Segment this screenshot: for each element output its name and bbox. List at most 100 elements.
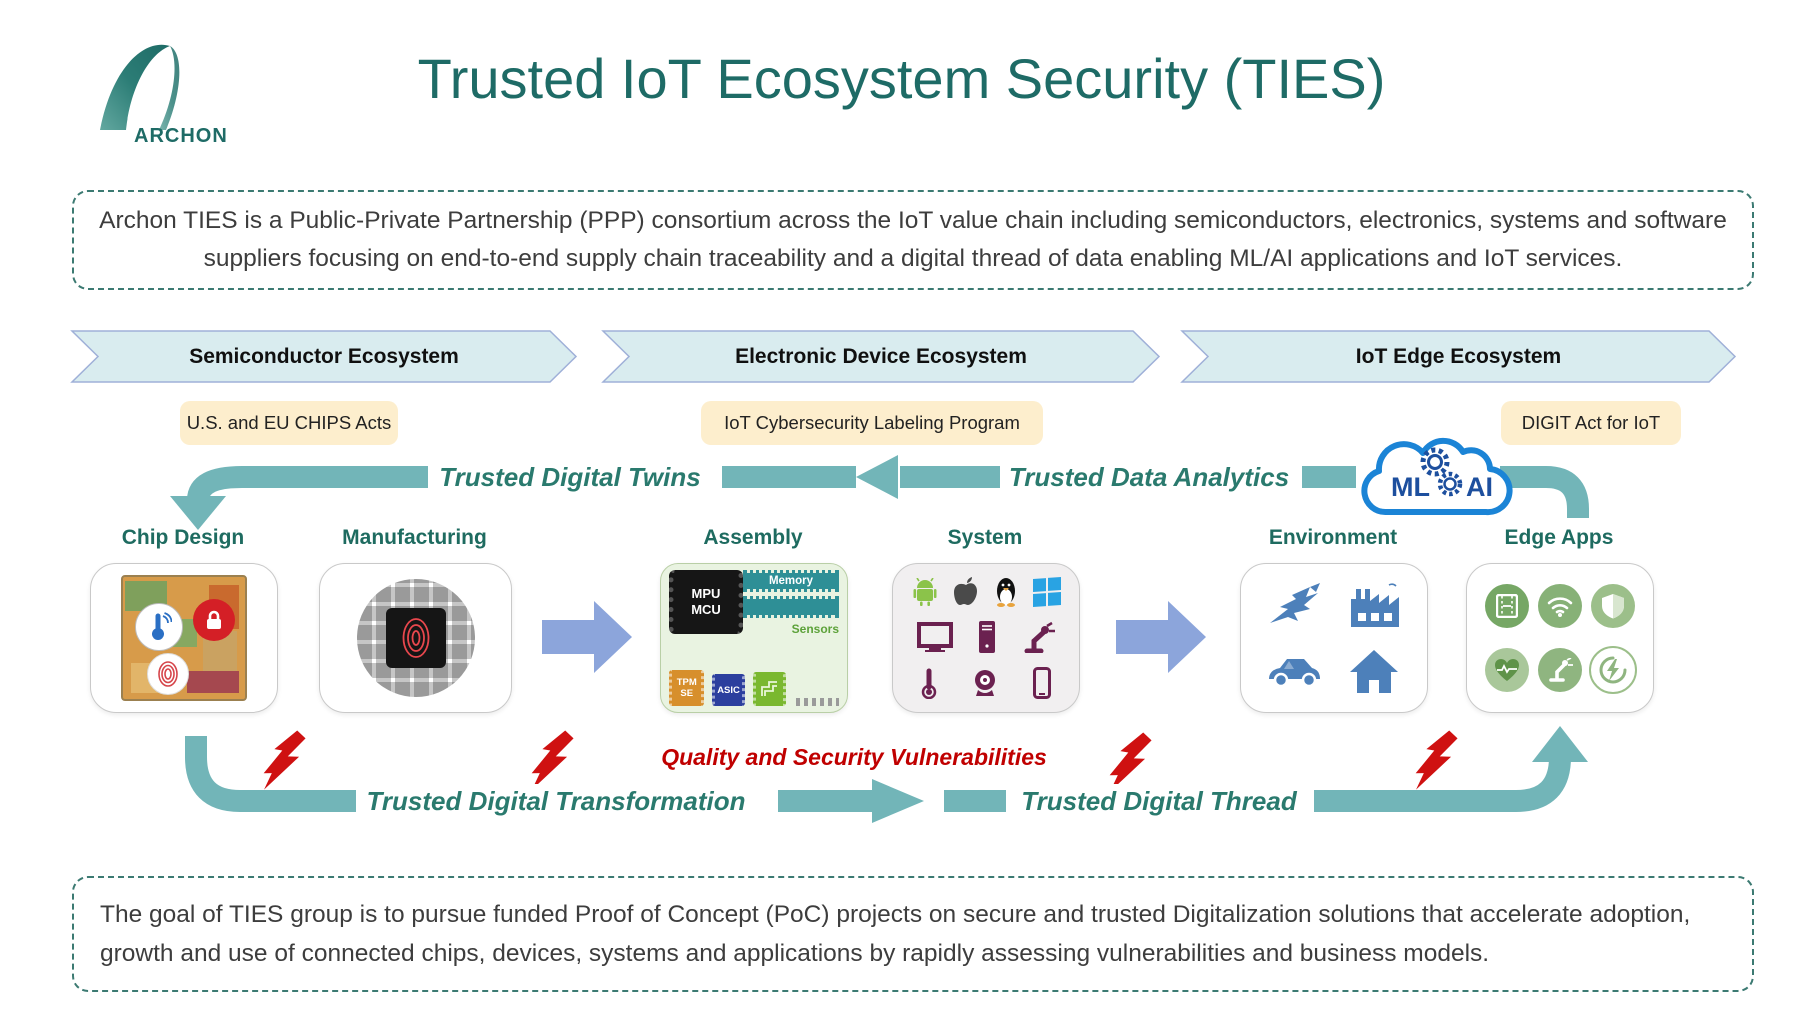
policy-digit-act: DIGIT Act for IoT: [1501, 401, 1681, 445]
android-icon: [913, 577, 936, 606]
sensors-label: Sensors: [791, 622, 839, 636]
cloud-ml-label: ML: [1391, 472, 1430, 502]
banner-electronic-device: Electronic Device Ecosystem: [735, 345, 1027, 368]
cloud-edge-elbow-band: [1500, 466, 1589, 518]
wifi-icon: [1547, 597, 1573, 617]
smartphone-icon: [1033, 667, 1051, 700]
connector-pins: [796, 698, 839, 706]
intro-text: Archon TIES is a Public-Private Partners…: [99, 207, 1727, 272]
energy-app-badge: [1589, 646, 1638, 694]
transformation-elbow-band: [185, 736, 356, 812]
stage-label-environment: Environment: [1268, 526, 1398, 549]
asic-chip-icon: ASIC: [712, 674, 745, 706]
environment-icons-grid: [1254, 573, 1414, 703]
arrowhead-right-transformation: [872, 779, 924, 823]
archon-arch-icon: [100, 44, 180, 130]
stage-label-system: System: [947, 526, 1023, 549]
teal-flow-bands: [185, 466, 1589, 812]
bolt-icon: [263, 730, 306, 790]
archon-logo-text: ARCHON: [134, 125, 228, 147]
security-lock-badge: [193, 599, 235, 641]
house-icon: [1350, 649, 1398, 693]
fingerprint-badge: [147, 653, 189, 695]
vulnerabilities-warning-text: Quality and Security Vulnerabilities: [661, 744, 1047, 770]
goal-box: The goal of TIES group is to pursue fund…: [72, 876, 1754, 992]
environment-box: [1240, 563, 1428, 713]
car-icon: [1269, 658, 1320, 687]
gear-icon: [1420, 447, 1463, 497]
fingerprint-icon: [158, 661, 178, 687]
monitor-icon: [916, 621, 953, 652]
chip-die-image: [121, 575, 247, 701]
manufacturing-box: [319, 563, 512, 713]
bolt-icon: [1109, 732, 1152, 792]
security-app-badge: [1591, 584, 1636, 628]
robot-arm-icon: [1549, 658, 1573, 682]
banner-shape-edge: [1180, 330, 1737, 383]
cloud-ai-label: AI: [1466, 472, 1493, 502]
webcam-icon: [975, 670, 995, 697]
mcu-label: MCU: [691, 602, 721, 617]
arrowhead-up-edge-apps: [1532, 726, 1588, 762]
film-icon: [1495, 594, 1518, 618]
tpm-se-chip-icon: TPM SE: [669, 670, 705, 706]
circuit-chip-icon: [752, 672, 787, 706]
arrowhead-left-twins: [856, 455, 898, 499]
linux-penguin-icon: [996, 577, 1015, 607]
fingerprint-icon: [402, 618, 429, 658]
archon-logo: ARCHON: [100, 44, 228, 147]
assembly-board: MPU MCU Memory Sensors TPM SE ASIC: [669, 568, 839, 708]
thermometer-icon: [152, 612, 172, 640]
thermometer-sensor-badge: [135, 603, 183, 651]
stage-label-assembly: Assembly: [703, 526, 803, 549]
flow-label-digital-thread: Trusted Digital Thread: [1008, 784, 1310, 818]
banner-semiconductor: Semiconductor Ecosystem: [189, 345, 459, 368]
arrowhead-down-chip-design: [170, 496, 226, 530]
asic-label: ASIC: [717, 684, 740, 696]
vulnerability-bolts: [263, 730, 1458, 792]
system-box: [892, 563, 1080, 713]
mpu-mcu-chip-icon: MPU MCU: [669, 570, 743, 634]
memory-chip2-icon: [743, 596, 839, 618]
bolt-icon: [1415, 730, 1458, 790]
banner-shape-electronic: [601, 330, 1161, 383]
ml-ai-cloud: ML AI: [1361, 437, 1513, 516]
thermometer-icon: [921, 668, 937, 700]
teal-arrowheads: [170, 455, 1588, 823]
apple-icon: [953, 576, 977, 605]
connectivity-app-badge: [1537, 584, 1582, 628]
memory-chip-icon: Memory: [743, 570, 839, 592]
intro-box: Archon TIES is a Public-Private Partners…: [72, 190, 1754, 290]
twins-elbow-band: [187, 466, 430, 502]
desktop-tower-icon: [978, 620, 995, 653]
media-app-badge: [1484, 584, 1529, 628]
lock-icon: [207, 610, 221, 629]
goal-text: The goal of TIES group is to pursue fund…: [100, 900, 1691, 967]
health-app-badge: [1484, 648, 1529, 692]
bolt-icon: [531, 730, 574, 790]
flow-label-data-analytics: Trusted Data Analytics: [1000, 460, 1298, 494]
stage-label-edge-apps: Edge Apps: [1504, 526, 1614, 549]
blue-stage-arrows: [542, 601, 1206, 673]
tpm-label: TPM: [676, 677, 697, 688]
assembly-box: MPU MCU Memory Sensors TPM SE ASIC: [660, 563, 848, 713]
factory-icon: [1351, 582, 1399, 627]
edge-apps-box: [1466, 563, 1654, 713]
silicon-wafer-icon: [356, 579, 475, 697]
edge-apps-icons-grid: [1480, 574, 1640, 702]
stage-label-manufacturing: Manufacturing: [342, 526, 487, 549]
banner-shapes: [70, 330, 1737, 383]
banner-iot-edge: IoT Edge Ecosystem: [1355, 345, 1562, 368]
windows-icon: [1032, 576, 1061, 607]
fighter-jet-icon: [1270, 582, 1320, 623]
policy-cyber-labeling: IoT Cybersecurity Labeling Program: [701, 401, 1043, 445]
banner-shape-semiconductor: [70, 330, 578, 383]
mpu-label: MPU: [691, 585, 721, 601]
robot-arm-icon: [1024, 621, 1056, 653]
robotics-app-badge: [1537, 648, 1582, 692]
wafer-chip: [385, 608, 446, 668]
heart-pulse-icon: [1494, 659, 1519, 681]
flow-label-digital-twins: Trusted Digital Twins: [428, 460, 712, 494]
